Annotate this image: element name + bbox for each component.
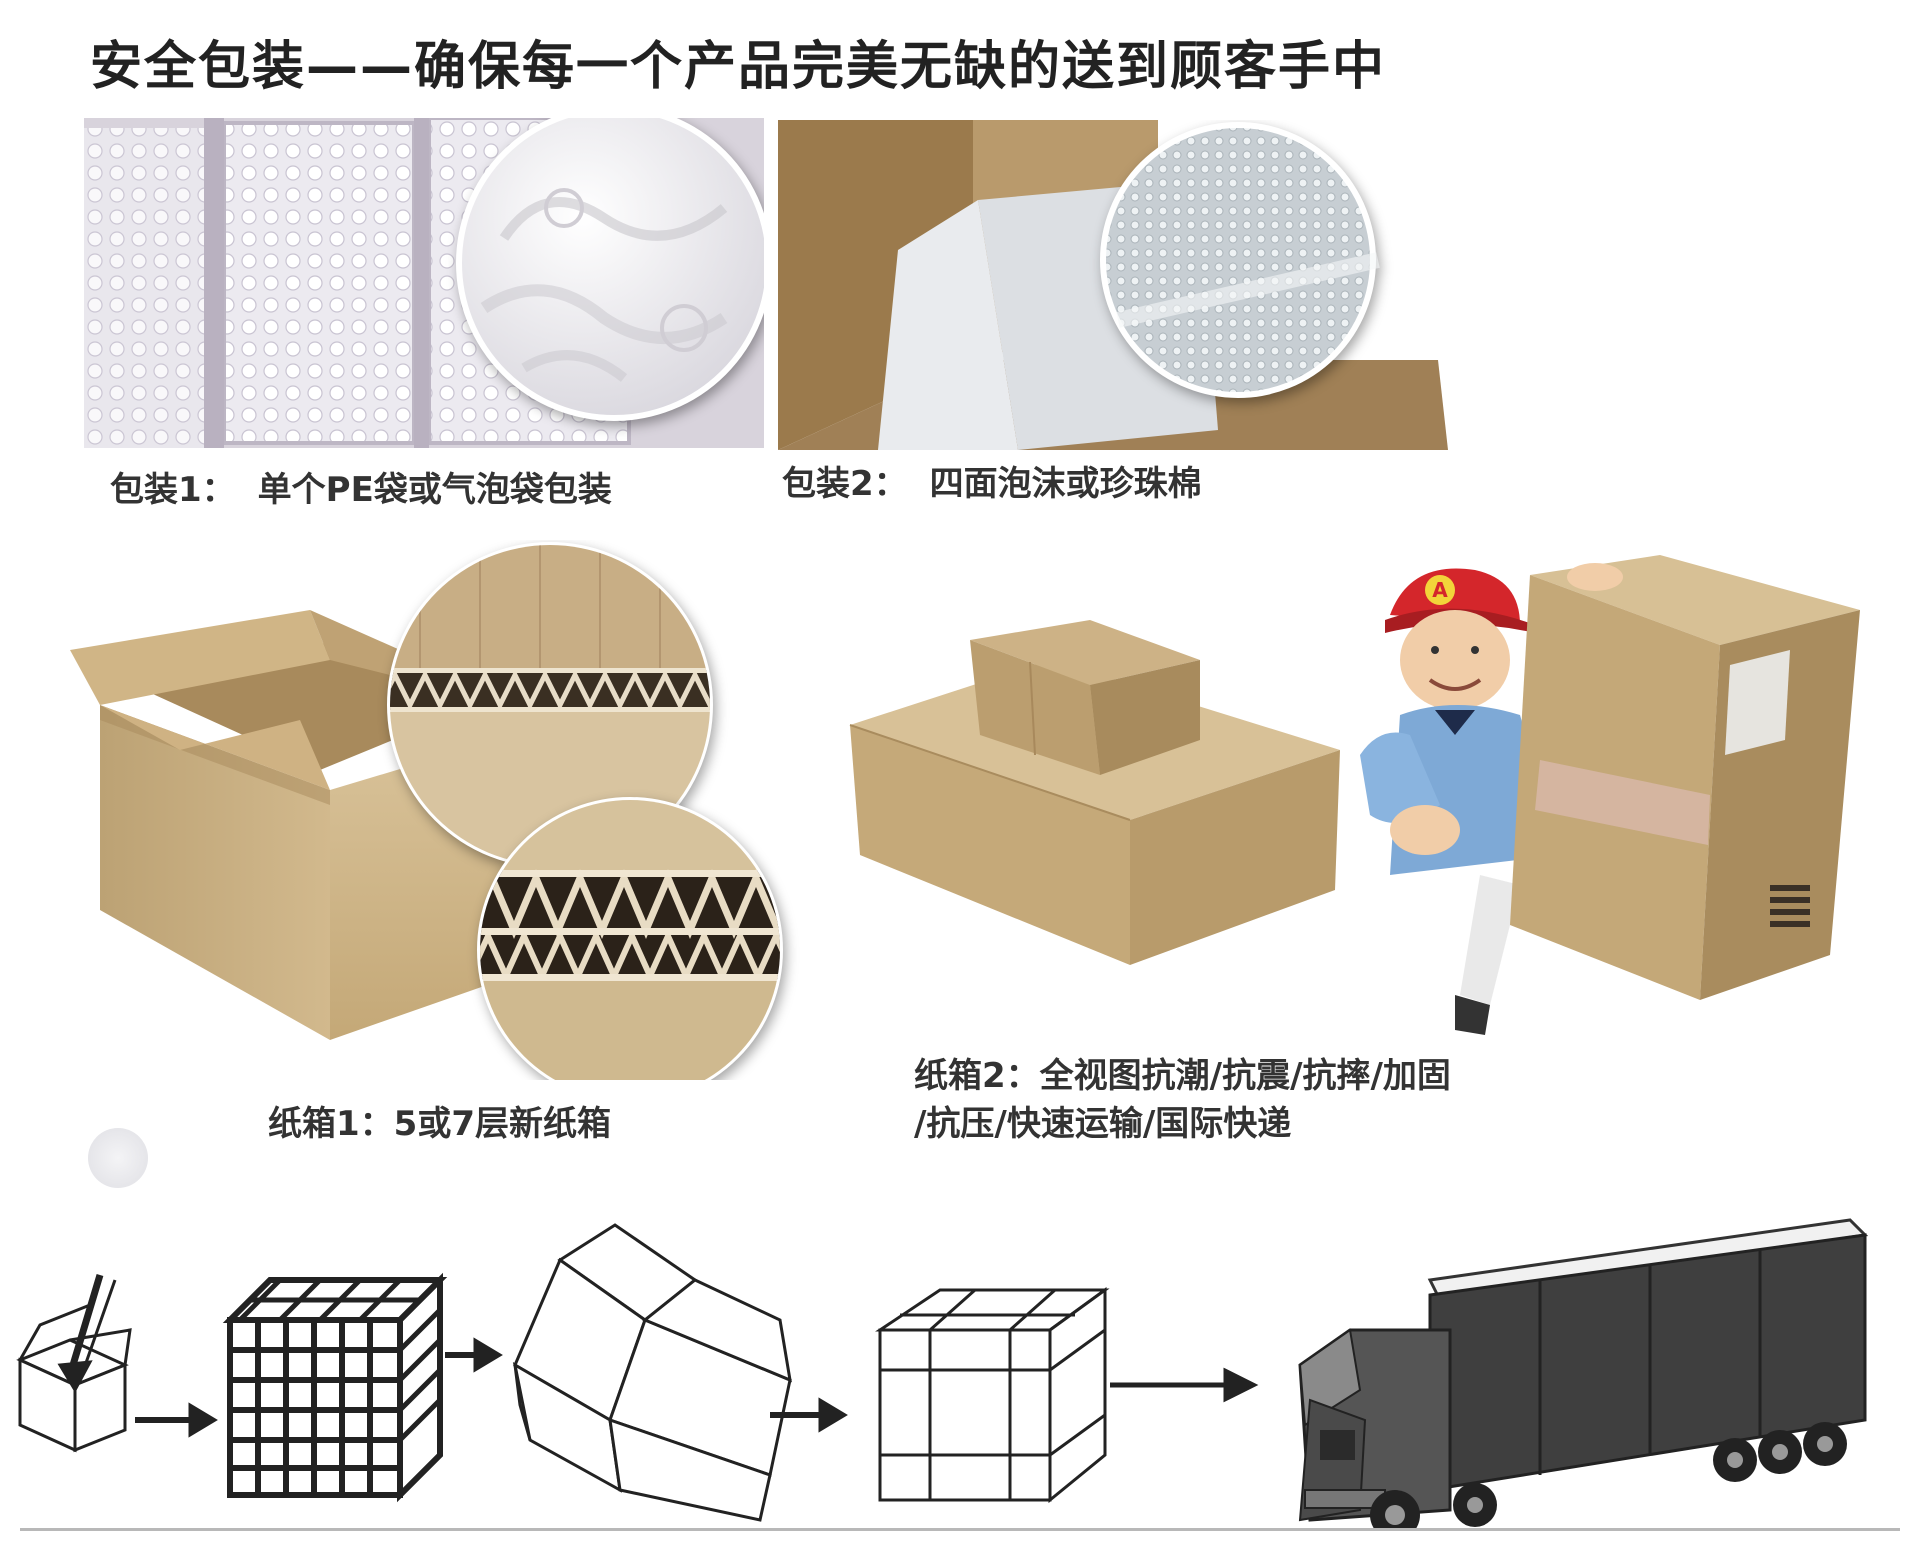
decorative-dot: [88, 1128, 148, 1188]
delivery-man-image: A: [1330, 555, 1890, 1055]
taped-carton-icon: [875, 1287, 1110, 1504]
stacked-boxes-image: [830, 600, 1350, 970]
package-2-text: 四面泡沫或珍珠棉: [929, 464, 1202, 504]
corrugated-carton-image: [60, 540, 830, 1080]
package-2-label: 包装2：: [782, 464, 908, 504]
foam-box-image: [778, 120, 1458, 450]
carton-2-line1: 全视图抗潮/抗震/抗摔/加固: [1039, 1056, 1451, 1096]
package-1-text: 单个PE袋或气泡袋包装: [257, 470, 612, 510]
carton-2-line2: /抗压/快速运输/国际快递: [914, 1104, 1292, 1144]
truck-icon: [1298, 1218, 1869, 1530]
package-1-label: 包装1：: [110, 470, 236, 510]
open-carton-icon: [512, 1223, 792, 1522]
package-1-caption: 包装1： 单个PE袋或气泡袋包装: [110, 462, 612, 511]
carton-2-label: 纸箱2：: [914, 1056, 1040, 1096]
stacked-grid-box-icon: [222, 1272, 448, 1503]
carton-1-label: 纸箱1：: [268, 1104, 394, 1144]
carton-1-text: 5或7层新纸箱: [393, 1104, 611, 1144]
carton-1-caption: 纸箱1：5或7层新纸箱: [268, 1096, 611, 1145]
package-2-caption: 包装2： 四面泡沫或珍珠棉: [782, 456, 1202, 505]
bottom-divider: [20, 1528, 1900, 1531]
process-flow: [0, 1190, 1920, 1530]
bubble-bag-image: [84, 118, 764, 448]
carton-2-caption: 纸箱2：全视图抗潮/抗震/抗摔/加固 /抗压/快速运输/国际快递: [914, 1052, 1451, 1148]
page-title: 安全包装——确保每一个产品完美无缺的送到顾客手中: [90, 37, 1387, 97]
item-into-box-icon: [16, 1273, 132, 1453]
cap-letter: A: [1432, 578, 1448, 602]
